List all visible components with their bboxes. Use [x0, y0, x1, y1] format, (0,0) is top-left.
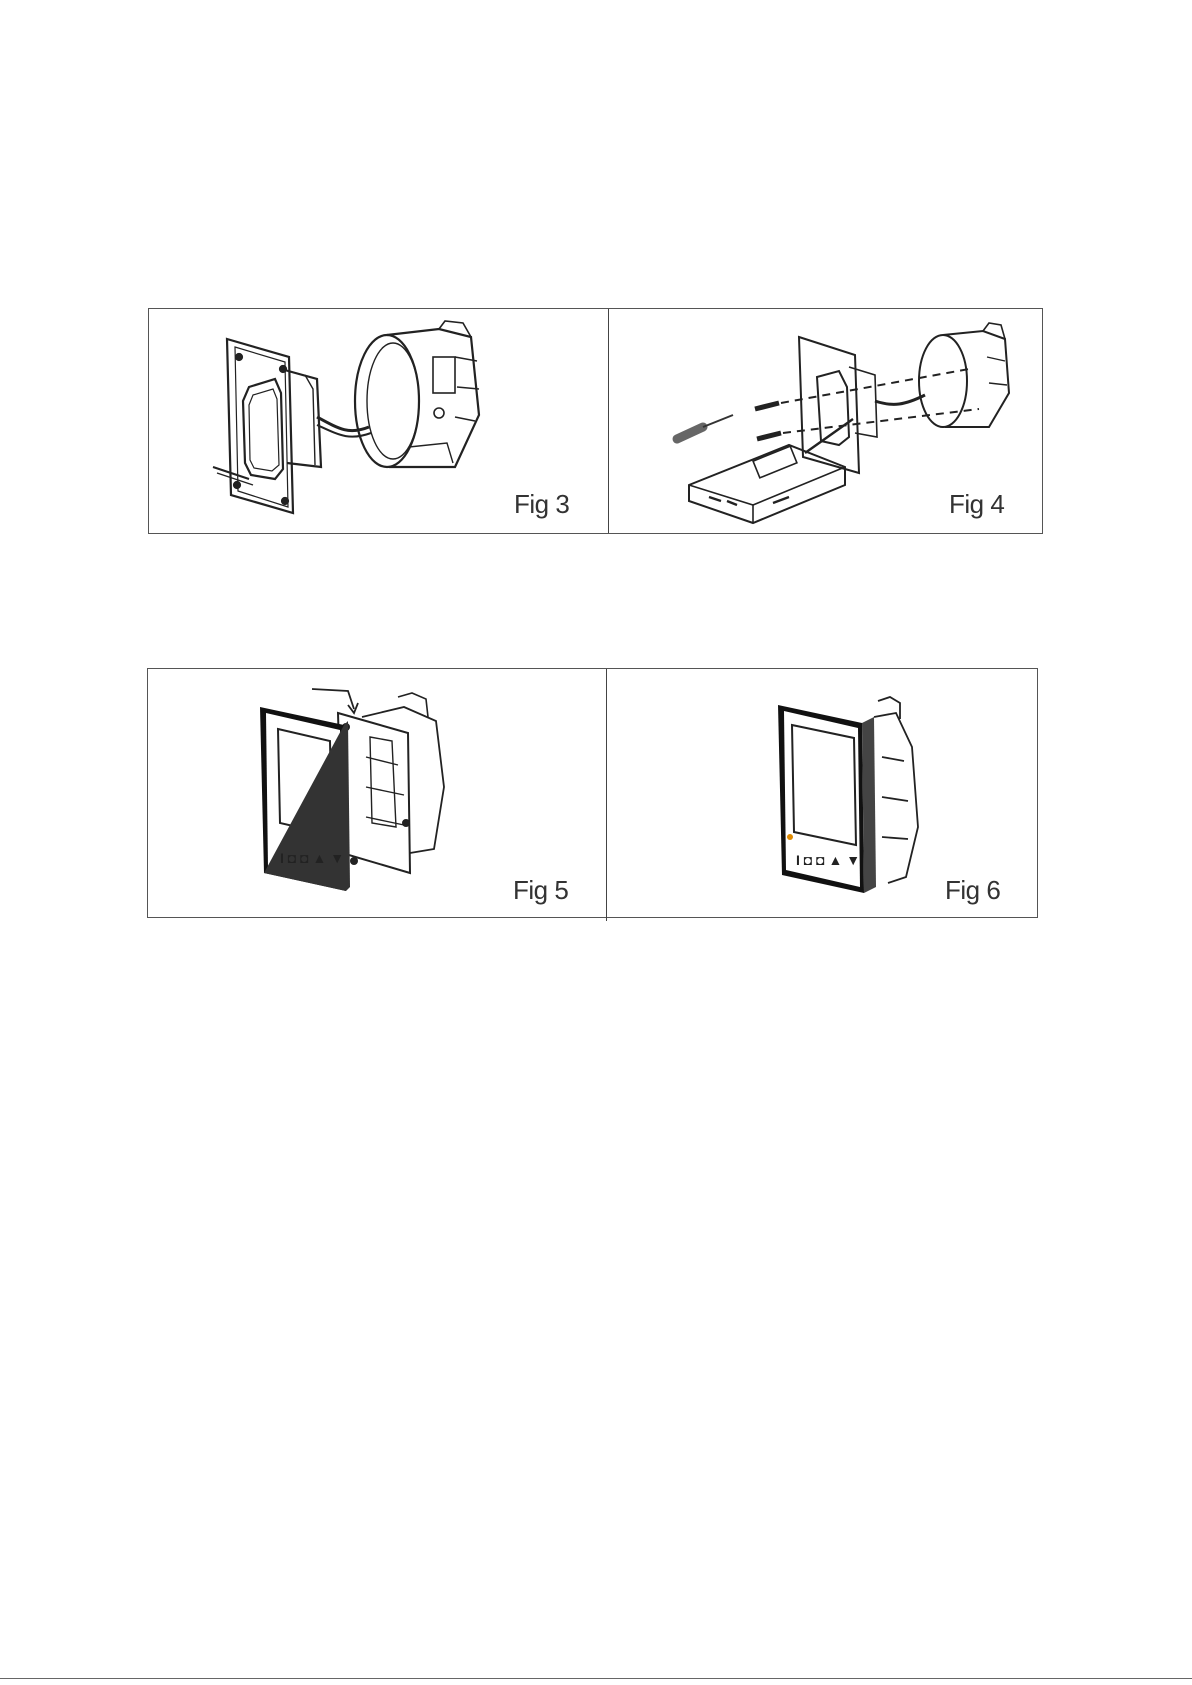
figure-panel-bottom: I ◘ ◘ ▲ ▼ Fig 5 I ◘ ◘ ▲ ▼ Fig 6	[147, 668, 1038, 918]
status-led-icon	[787, 834, 793, 840]
page-bottom-rule	[0, 1678, 1192, 1679]
figure-label: Fig 3	[514, 489, 569, 520]
panel-divider	[606, 669, 607, 921]
figure-label: Fig 5	[513, 875, 568, 906]
thermostat-installed-icon: I ◘ ◘ ▲ ▼	[778, 687, 928, 897]
front-panel-attach-icon: I ◘ ◘ ▲ ▼	[258, 677, 488, 899]
panel-divider	[608, 309, 609, 533]
figure-label: Fig 4	[949, 489, 1004, 520]
backplate-and-wall-box-icon	[209, 317, 539, 527]
figure-label: Fig 6	[945, 875, 1000, 906]
svg-text:I ◘ ◘ ▲ ▼: I ◘ ◘ ▲ ▼	[796, 852, 860, 868]
svg-text:I ◘ ◘ ▲ ▼: I ◘ ◘ ▲ ▼	[280, 850, 344, 866]
figure-panel-top: Fig 3	[148, 308, 1043, 534]
